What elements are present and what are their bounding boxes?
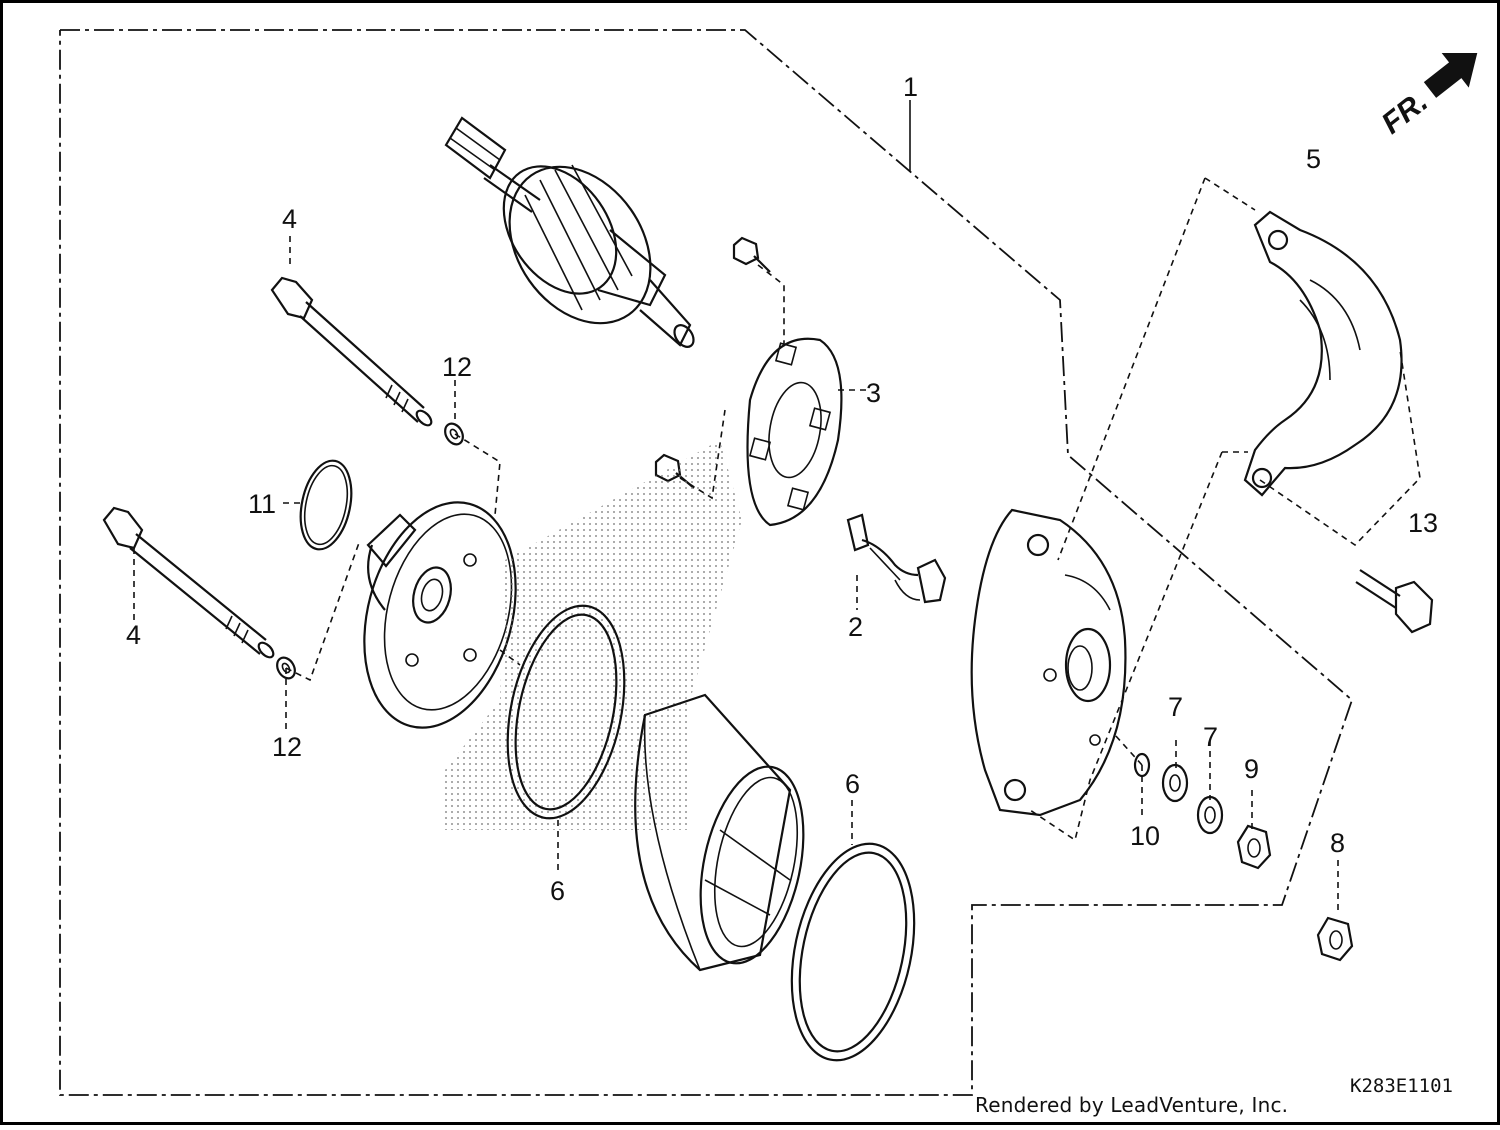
shaded-area — [445, 440, 742, 830]
nut-8 — [1316, 916, 1354, 962]
armature — [444, 116, 695, 348]
diagram-code: K283E1101 — [1350, 1075, 1453, 1097]
callout-1: 1 — [903, 72, 918, 102]
seal-ring-6-right — [790, 842, 916, 1062]
seal-ring-6-left — [506, 604, 626, 820]
callout-13: 13 — [1408, 508, 1438, 538]
brush-terminal-2 — [846, 513, 947, 604]
washer-7a — [1161, 763, 1189, 803]
direction-label: FR. — [1376, 85, 1434, 141]
direction-arrow-icon — [1423, 52, 1478, 98]
brush-holder-3 — [746, 337, 843, 527]
callout-12-upper: 12 — [442, 352, 472, 382]
screw-upper — [732, 236, 771, 273]
callout-10: 10 — [1130, 821, 1160, 851]
washer-12-lower — [276, 656, 296, 680]
callout-9: 9 — [1244, 754, 1259, 784]
bolt-13 — [1355, 569, 1434, 634]
rear-cover — [970, 508, 1127, 817]
washer-7b — [1196, 795, 1224, 835]
bracket-5 — [1243, 210, 1403, 497]
callout-7-upper: 7 — [1168, 692, 1183, 722]
callout-6-left: 6 — [550, 876, 565, 906]
front-direction-indicator: FR. — [1376, 52, 1478, 141]
leader-lines — [133, 100, 1421, 915]
callout-8: 8 — [1330, 828, 1345, 858]
washer-12-upper — [444, 422, 464, 446]
through-bolt-upper — [270, 276, 433, 427]
callout-7-lower: 7 — [1203, 722, 1218, 752]
callout-2: 2 — [848, 612, 863, 642]
callout-4-upper: 4 — [282, 204, 297, 234]
callout-3: 3 — [866, 378, 881, 408]
through-bolt-lower — [102, 506, 275, 659]
callout-6-right: 6 — [845, 769, 860, 799]
nut-9 — [1236, 824, 1272, 870]
callout-12-lower: 12 — [272, 732, 302, 762]
callouts: 1 2 3 4 4 5 6 6 7 7 8 9 10 11 12 12 13 — [126, 72, 1438, 906]
render-credit: Rendered by LeadVenture, Inc. — [975, 1093, 1289, 1117]
yoke — [634, 693, 805, 972]
assembly-boundary — [59, 29, 1354, 1096]
o-ring-11 — [299, 459, 353, 551]
callout-11: 11 — [248, 489, 276, 519]
callout-5: 5 — [1306, 144, 1321, 174]
callout-4-lower: 4 — [126, 620, 141, 650]
